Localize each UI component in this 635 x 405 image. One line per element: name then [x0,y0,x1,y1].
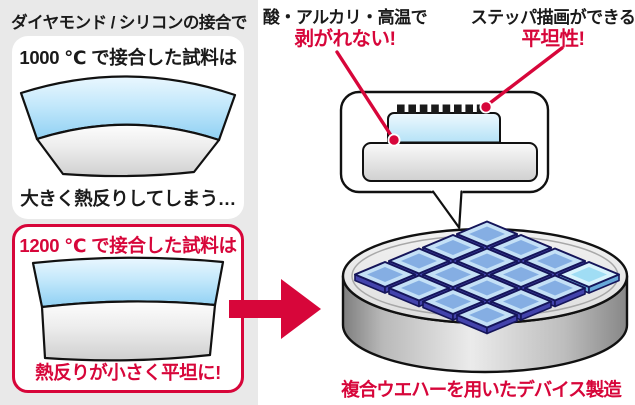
wafer-die-tile [422,234,484,267]
annotation-peel-line2: 剥がれない! [294,27,397,50]
wafer-die-tile [422,261,484,294]
panel-1200c-title: 1200 ℃ で接合した試料は [19,235,237,256]
annotation-peel-resistance: 酸・アルカリ・高温で 剥がれない! [250,8,440,50]
comb-tooth [397,104,405,114]
wafer-die-tile [456,274,518,308]
wafer-caption: 複合ウエハーを用いたデバイス製造 [341,379,621,400]
wafer-die-tile [490,288,552,321]
panel-1200c-sample: 1200 ℃ で接合した試料は 熱反りが小さく平坦に! [12,224,244,393]
wafer-die-tile [354,261,416,294]
wafer-die-tile [456,301,518,335]
annotation-flatness: ステッパ描画ができる 平坦性! [462,8,635,50]
comb-tooth [431,104,439,114]
comb-tooth [442,104,451,114]
stepper-pattern-comb [397,104,485,114]
comb-tooth [476,104,485,114]
peel-pointer-dot [387,133,401,147]
wafer-die-tile [456,220,518,254]
annotation-flatness-line1: ステッパ描画ができる [470,8,635,27]
wafer-die-tile [524,247,586,281]
annotation-flatness-line2: 平坦性! [521,27,586,50]
annotation-peel-line1: 酸・アルカリ・高温で [262,8,428,27]
wafer-die-tile [422,288,484,321]
panel-1200c-caption: 熱反りが小さく平坦に! [35,362,221,383]
wafer-die-grid [354,220,620,335]
panel-1000c-title: 1000 ℃ で接合した試料は [19,47,237,68]
callout-tail [430,189,463,229]
wafer-die-tile [558,261,620,294]
red-callout-pointers [335,46,564,147]
wafer-illustration [341,227,629,374]
wafer-die-tile [456,247,518,281]
peel-pointer-line [335,50,396,142]
wafer-side [341,274,629,374]
wafer-die-tile [524,274,586,308]
flatness-pointer-dot [479,100,493,114]
wafer-die-tile [388,274,450,308]
comb-tooth [454,104,462,114]
wafer-top-surface [341,227,629,325]
panel-1000c-caption: 大きく熱反りしてしまう… [20,188,236,209]
wafer-die-tile [490,234,552,267]
comb-tooth [465,104,473,114]
silicon-substrate [362,142,538,182]
panel-1000c-sample: 1000 ℃ で接合した試料は 大きく熱反りしてしまう… [12,36,244,219]
diamond-chip-layer [387,112,501,144]
comb-tooth [408,104,416,114]
wafer-rim-line [351,234,619,318]
device-callout-box [339,90,550,194]
wafer-die-tile [388,247,450,281]
flatness-pointer-line [484,46,564,108]
comb-tooth [419,104,428,114]
wafer-die-tile [490,261,552,294]
column-header: ダイヤモンド / シリコンの接合で [11,14,247,32]
